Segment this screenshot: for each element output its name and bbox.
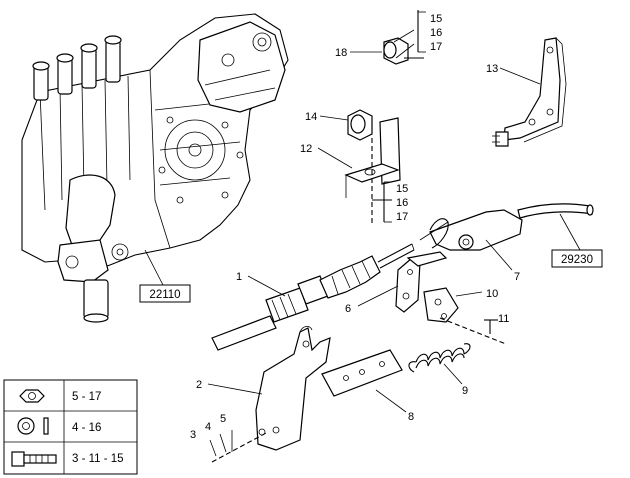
clamp-part-14 xyxy=(347,109,373,141)
callout-6: 6 xyxy=(345,303,351,315)
clamp-part-18 xyxy=(383,29,415,65)
hose-29230 xyxy=(517,203,594,219)
reference-29230[interactable]: 29230 xyxy=(551,213,603,268)
bracket-part-12 xyxy=(344,117,401,225)
fastener-callout-3-4-5 xyxy=(209,430,269,463)
plate-part-10 xyxy=(423,287,459,323)
legend-row-1-value: 5 - 17 xyxy=(72,391,101,403)
bracket-part-13 xyxy=(492,37,567,147)
callout-16-mid: 16 xyxy=(396,197,408,209)
bracket-callout-mid: 15 16 17 xyxy=(372,181,408,223)
pump-outlets xyxy=(32,35,122,101)
plate-part-8 xyxy=(321,349,403,397)
legend-row-2-value: 4 - 16 xyxy=(72,422,101,434)
callout-16-top: 16 xyxy=(430,27,442,39)
lever-part-7 xyxy=(419,209,523,251)
reference-22110[interactable]: 22110 xyxy=(139,249,191,303)
legend-row-3-value: 3 - 11 - 15 xyxy=(72,453,124,465)
callout-2: 2 xyxy=(196,379,202,391)
washer-icon xyxy=(17,417,49,435)
callout-12: 12 xyxy=(300,143,312,155)
callout-18: 18 xyxy=(335,47,347,59)
callout-17-top: 17 xyxy=(430,41,442,53)
injection-pump-assembly xyxy=(21,13,289,323)
callout-9: 9 xyxy=(462,385,468,397)
fastener-legend: 5 - 17 4 - 16 3 - 11 - 15 xyxy=(3,379,138,475)
callout-13: 13 xyxy=(486,63,498,75)
bracket-callout-top: 15 16 17 xyxy=(404,10,442,59)
callout-3: 3 xyxy=(190,429,196,441)
callout-15-mid: 15 xyxy=(396,183,408,195)
control-cable-part-1 xyxy=(211,243,415,351)
housing-bolts xyxy=(158,116,244,204)
ref-22110-label: 22110 xyxy=(149,289,180,301)
bracket-part-2 xyxy=(255,326,331,451)
bolt-part-11 xyxy=(439,317,507,345)
bolt-icon xyxy=(11,451,57,467)
callout-11: 11 xyxy=(498,313,509,325)
bracket-part-6 xyxy=(395,251,448,313)
callout-17-mid: 17 xyxy=(396,211,408,223)
callout-15-top: 15 xyxy=(430,13,442,25)
callout-1: 1 xyxy=(236,271,242,283)
callout-7: 7 xyxy=(514,271,520,283)
ref-29230-label: 29230 xyxy=(561,254,593,266)
spring-part-9 xyxy=(408,343,471,373)
hex-nut-icon xyxy=(19,389,45,403)
callout-10: 10 xyxy=(486,288,498,300)
callout-8: 8 xyxy=(408,411,414,423)
callout-5: 5 xyxy=(220,413,226,425)
callout-14: 14 xyxy=(305,111,317,123)
callout-4: 4 xyxy=(205,421,211,433)
